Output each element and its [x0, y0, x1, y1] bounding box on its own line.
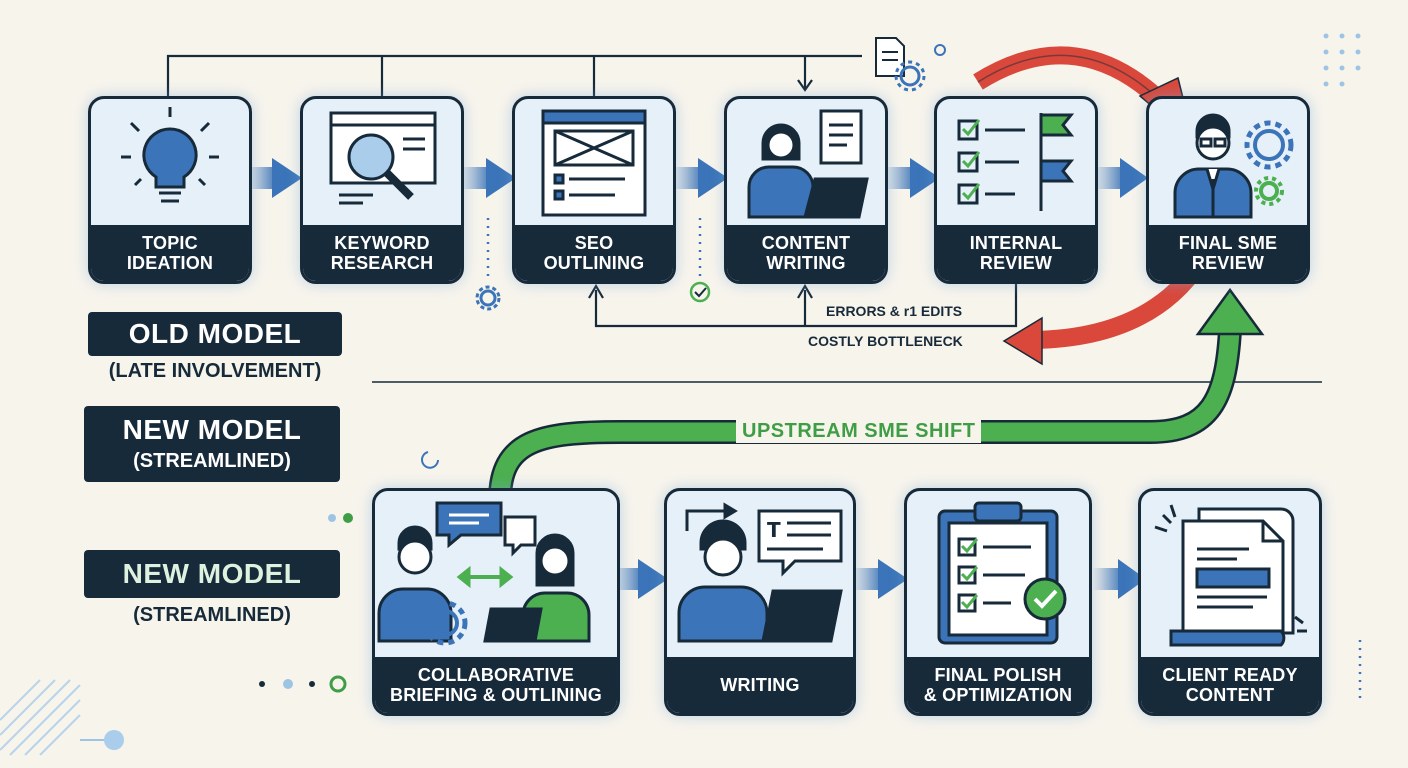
step-label: KEYWORD RESEARCH: [303, 225, 461, 281]
step-label: CLIENT READY CONTENT: [1141, 657, 1319, 713]
step-final-sme-review: FINAL SME REVIEW: [1146, 96, 1310, 284]
step-keyword-research: KEYWORD RESEARCH: [300, 96, 464, 284]
step-client-ready-content: CLIENT READY CONTENT: [1138, 488, 1322, 716]
svg-text:T: T: [767, 518, 781, 542]
doc-gear-icon: [875, 37, 946, 92]
node-decoration: [104, 730, 124, 750]
green-shift-arrow: [488, 287, 1265, 501]
outline-doc-icon: [541, 109, 647, 217]
step-collaborative-briefing: COLLABORATIVE BRIEFING & OUTLINING: [372, 488, 620, 716]
lightbulb-icon: [121, 107, 219, 203]
upstream-shift-label: UPSTREAM SME SHIFT: [736, 420, 982, 443]
clipboard-check-icon: [937, 501, 1067, 645]
step-label: WRITING: [667, 657, 853, 713]
gear-icon: [475, 285, 501, 311]
top-feedback-lines: [166, 54, 862, 97]
writer-chat-icon: T: [677, 502, 843, 643]
step-label: FINAL SME REVIEW: [1149, 225, 1307, 281]
old-model-title: OLD MODEL: [88, 312, 342, 356]
collaboration-icon: [377, 501, 591, 646]
step-label: COLLABORATIVE BRIEFING & OUTLINING: [375, 657, 617, 713]
new-flow-arrows: [612, 559, 1146, 599]
step-label: CONTENT WRITING: [727, 225, 885, 281]
step-content-writing: CONTENT WRITING: [724, 96, 888, 284]
step-label: SEO OUTLINING: [515, 225, 673, 281]
old-model-subtitle: (LATE INVOLVEMENT): [108, 360, 322, 382]
step-internal-review: INTERNAL REVIEW: [934, 96, 1098, 284]
document-icon: [1154, 504, 1307, 647]
step-label: FINAL POLISH & OPTIMIZATION: [907, 657, 1089, 713]
new-model-title: NEW MODEL: [84, 406, 340, 482]
step-final-polish: FINAL POLISH & OPTIMIZATION: [904, 488, 1092, 716]
hatch-decoration: [0, 679, 81, 756]
step-writing: T WRITING: [664, 488, 856, 716]
new-model-subtitle-alt: (STREAMLINED): [133, 604, 291, 626]
dot-grid-decoration: [1323, 33, 1361, 87]
old-flow-arrows: [246, 158, 1148, 198]
checklist-flags-icon: [957, 113, 1075, 211]
new-model-title-alt: NEW MODEL: [84, 550, 340, 598]
writer-laptop-icon: [747, 109, 869, 219]
step-label: TOPIC IDEATION: [91, 225, 249, 281]
step-seo-outlining: SEO OUTLINING: [512, 96, 676, 284]
new-model-subtitle: (STREAMLINED): [133, 450, 291, 472]
magnifier-icon: [329, 111, 437, 205]
check-circle-icon: [689, 281, 711, 303]
sme-gear-icon: [1173, 113, 1294, 219]
errors-feedback-line: [588, 283, 1018, 328]
dots-decoration: [259, 513, 353, 693]
step-topic-ideation: TOPIC IDEATION: [88, 96, 252, 284]
step-label: INTERNAL REVIEW: [937, 225, 1095, 281]
errors-note: ERRORS & r1 EDITS: [826, 303, 963, 319]
bottleneck-note: COSTLY BOTTLENECK: [808, 333, 963, 349]
